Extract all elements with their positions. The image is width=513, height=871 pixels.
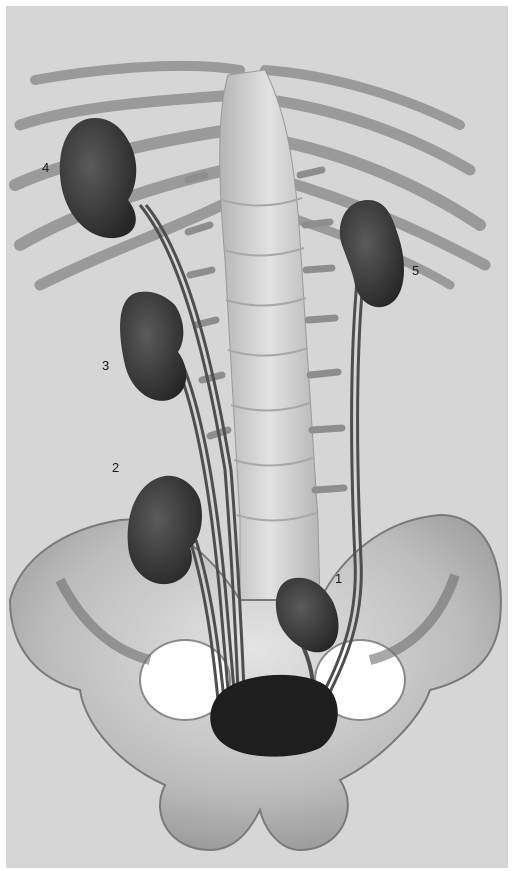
label-2: 2 xyxy=(112,460,119,475)
label-5: 5 xyxy=(412,263,419,278)
label-4: 4 xyxy=(42,160,49,175)
bladder xyxy=(210,675,337,757)
label-3: 3 xyxy=(102,358,109,373)
label-1: 1 xyxy=(335,571,342,586)
